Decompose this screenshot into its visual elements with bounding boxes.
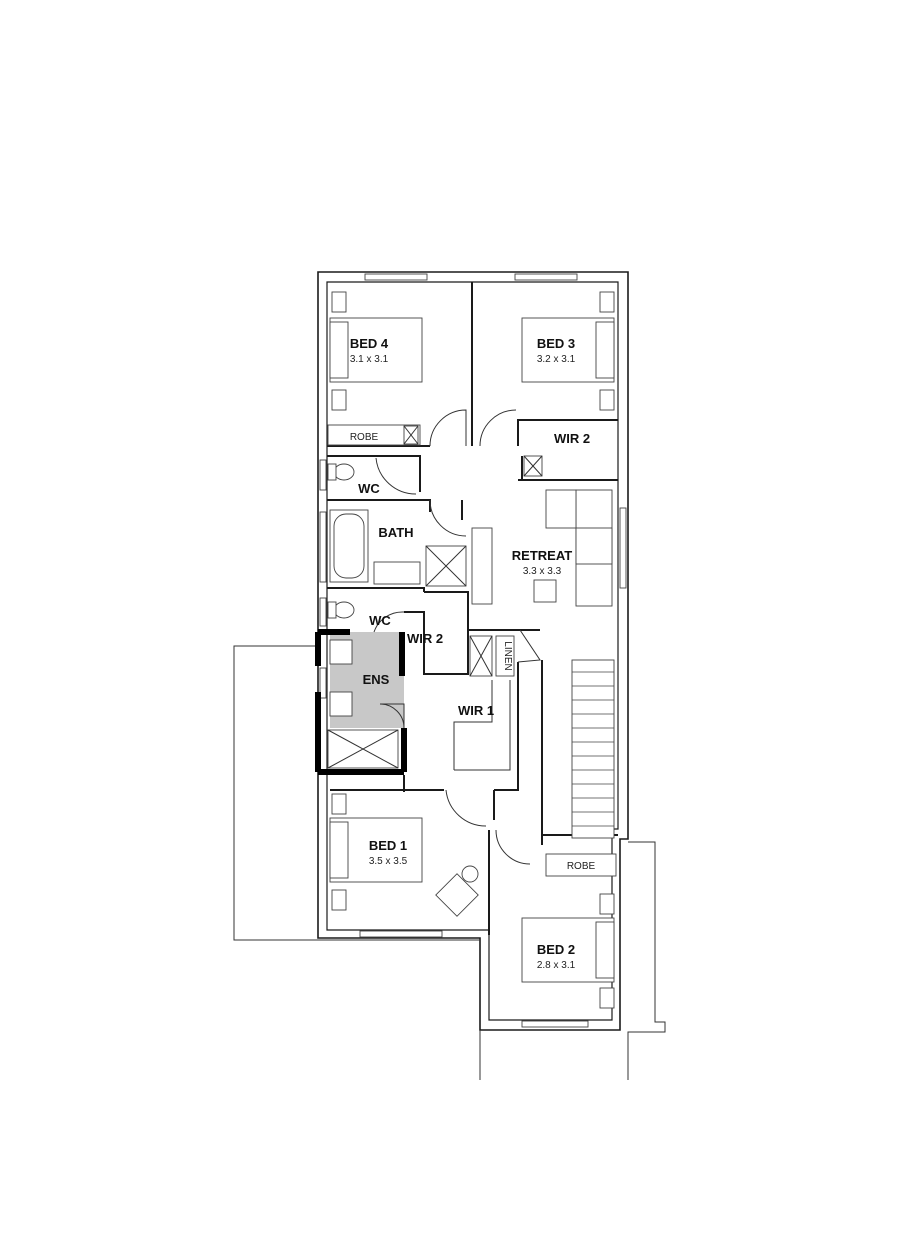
robe-lower-label: ROBE <box>567 861 596 872</box>
wir2-upper-label: WIR 2 <box>554 431 590 446</box>
bed4-label: BED 4 <box>350 336 389 351</box>
wir2-lower-label: WIR 2 <box>407 631 443 646</box>
windows <box>319 273 627 1028</box>
linen-label: LINEN <box>502 641 513 670</box>
bed4-size: 3.1 x 3.1 <box>350 354 389 365</box>
bed3-label: BED 3 <box>537 336 575 351</box>
bed1-size: 3.5 x 3.5 <box>369 856 408 867</box>
bed1-label: BED 1 <box>369 838 407 853</box>
retreat-size: 3.3 x 3.3 <box>523 566 562 577</box>
outer-walls <box>233 271 666 1080</box>
ensuite <box>315 629 407 775</box>
furniture <box>327 291 617 1009</box>
robe-upper-label: ROBE <box>350 432 379 443</box>
retreat-label: RETREAT <box>512 548 572 563</box>
wir1-label: WIR 1 <box>458 703 494 718</box>
bed2-label: BED 2 <box>537 942 575 957</box>
bed3-size: 3.2 x 3.1 <box>537 354 576 365</box>
room-labels: BED 4 3.1 x 3.1 BED 3 3.2 x 3.1 ROBE WIR… <box>350 336 596 971</box>
ens-label: ENS <box>363 672 390 687</box>
wc-upper-label: WC <box>358 481 380 496</box>
bed2-size: 2.8 x 3.1 <box>537 960 576 971</box>
bath-label: BATH <box>378 525 413 540</box>
doors <box>373 409 541 865</box>
wc-lower-label: WC <box>369 613 391 628</box>
